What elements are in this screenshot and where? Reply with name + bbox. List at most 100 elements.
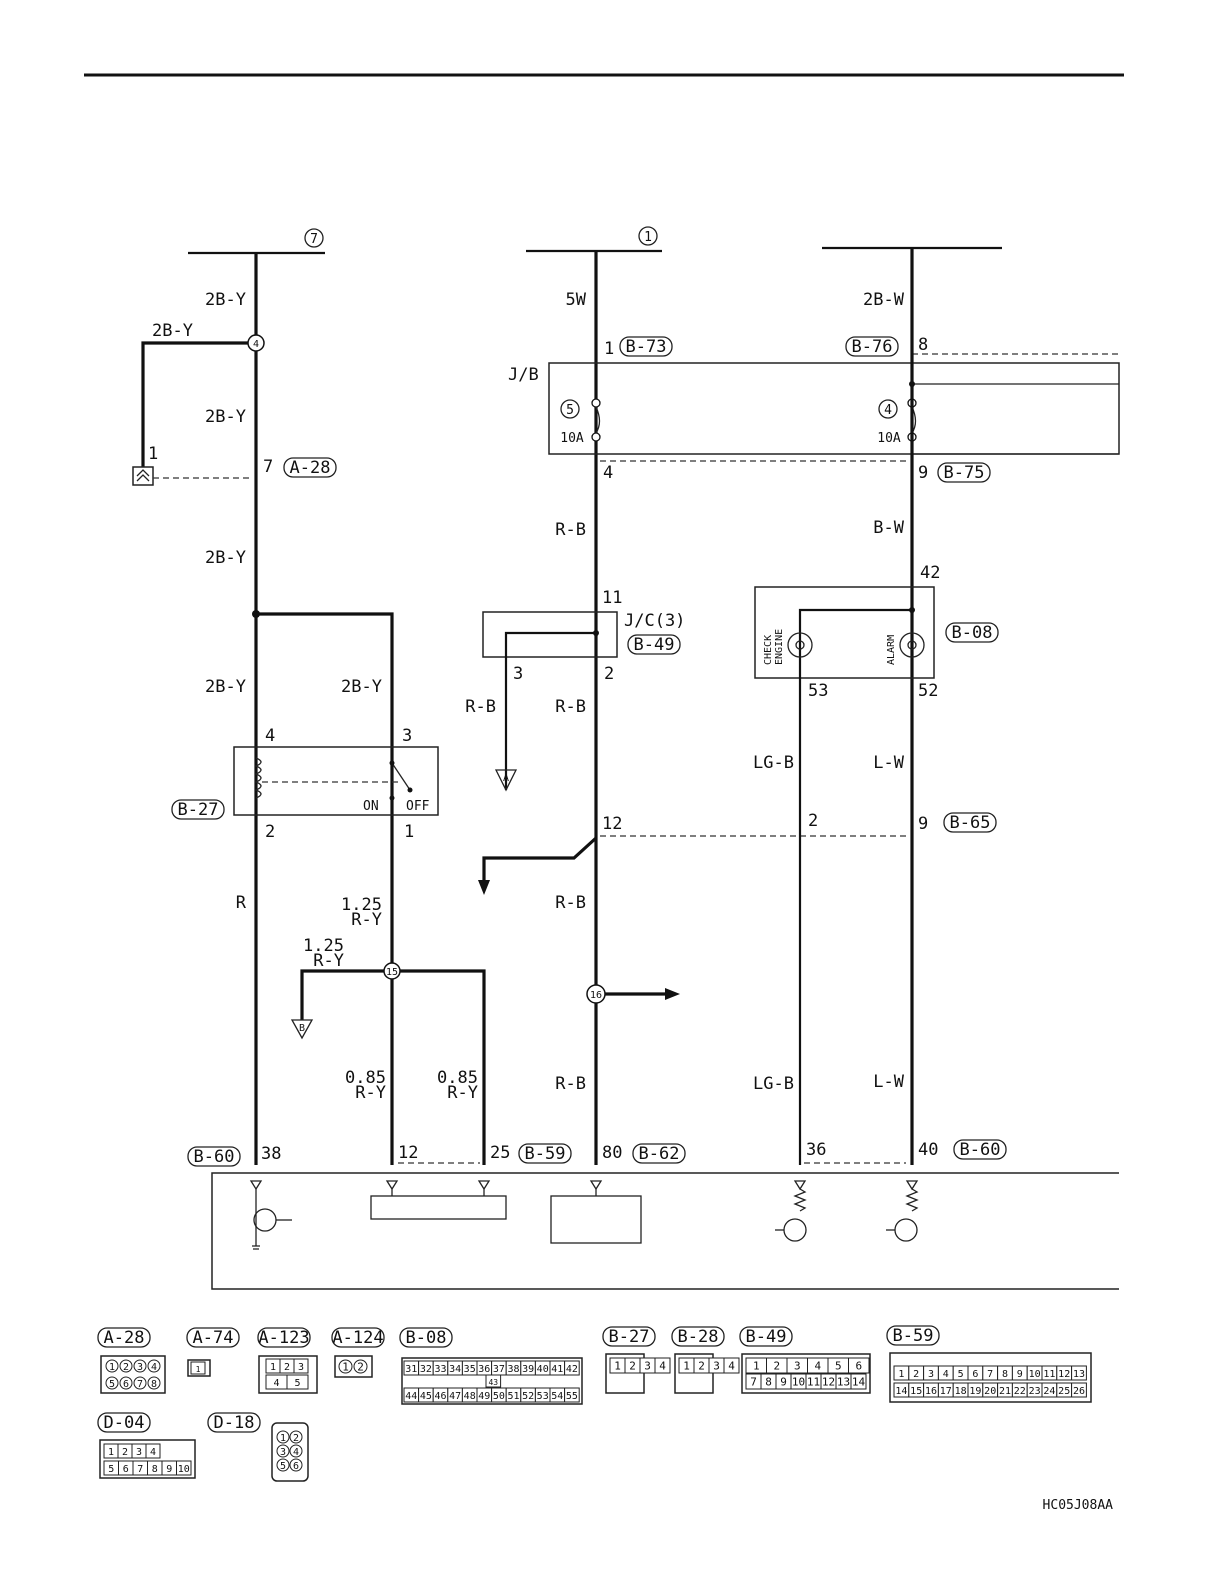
legend-b27-cell xyxy=(654,1357,671,1374)
legend-b28-cell-label: 3 xyxy=(713,1360,720,1373)
legend-a28-cell-label: 1 xyxy=(109,1362,115,1373)
legend-b59-cell-label: 19 xyxy=(969,1386,981,1397)
legend-a123-cell-label: 4 xyxy=(273,1378,279,1389)
pin-80-b62: 80 xyxy=(602,1143,622,1163)
ecu-box xyxy=(211,1172,1119,1290)
lamp-engine-label: ENGINE xyxy=(774,629,785,665)
legend-b08-cell-label: 46 xyxy=(434,1391,446,1402)
legend-b49-cell-label: 9 xyxy=(780,1376,787,1389)
legend-b59-cell xyxy=(1071,1382,1087,1398)
legend-b08-cell-label: 54 xyxy=(551,1391,563,1402)
pin-1-b73: 1 xyxy=(604,339,614,359)
fuse-5-rating: 10A xyxy=(560,431,584,446)
label-rb-1: R-B xyxy=(555,520,586,540)
legend-a28-cell-label: 8 xyxy=(151,1379,157,1390)
pin-25-b59: 25 xyxy=(490,1143,510,1163)
pin-2-b65: 2 xyxy=(808,811,818,831)
legend-b59-title: B-59 xyxy=(893,1326,934,1346)
legend-d04-body xyxy=(99,1439,196,1479)
fuse-4-rating: 10A xyxy=(877,431,901,446)
legend-d04-cell-label: 4 xyxy=(150,1447,156,1458)
legend-d18-title: D-18 xyxy=(214,1413,255,1433)
legend-b27-cell-label: 3 xyxy=(644,1360,651,1373)
check-engine-lamp-icon xyxy=(787,632,813,658)
legend-b08-cell-label: 31 xyxy=(405,1364,417,1375)
label-5w: 5W xyxy=(566,290,587,310)
pin-38-b60: 38 xyxy=(261,1144,281,1164)
legend-a123-cell-label: 2 xyxy=(284,1362,290,1373)
legend-a28-cell-label: 3 xyxy=(137,1362,143,1373)
feed-7-circle xyxy=(304,228,324,248)
wire-2by-switch xyxy=(256,612,394,1165)
label-085-a: 0.85 xyxy=(345,1068,386,1088)
legend-a123-cell-label: 5 xyxy=(294,1378,300,1389)
label-lgb-2: LG-B xyxy=(753,1074,794,1094)
legend-b49-cell-label: 2 xyxy=(773,1360,780,1373)
jb-box xyxy=(548,362,1120,455)
feed-7-number: 7 xyxy=(310,232,318,247)
legend-d04-cell-label: 2 xyxy=(122,1447,128,1458)
label-ry-a: R-Y xyxy=(351,910,382,930)
ref-b60-right: B-60 xyxy=(960,1140,1001,1160)
label-085-b: 0.85 xyxy=(437,1068,478,1088)
legend-b08-cell-label: 45 xyxy=(420,1391,432,1402)
ref-b75: B-75 xyxy=(944,463,985,483)
legend-b49-cell-label: 5 xyxy=(835,1360,842,1373)
legend-b49-cell-label: 8 xyxy=(765,1376,772,1389)
legend-b49-cell xyxy=(850,1373,867,1390)
switch-off-label: OFF xyxy=(406,799,430,814)
legend-a123-cell-label: 1 xyxy=(270,1362,276,1373)
legend-a28-cell xyxy=(119,1359,133,1373)
pin-12-b65: 12 xyxy=(602,814,622,834)
label-2by-top: 2B-Y xyxy=(205,290,246,310)
pin-40-b60: 40 xyxy=(918,1140,938,1160)
a28-connector-icon xyxy=(136,469,150,482)
legend-b08-cell-label: 38 xyxy=(507,1364,519,1375)
legend-b08-cell-label: 48 xyxy=(464,1391,476,1402)
legend-b49-cell-label: 12 xyxy=(822,1376,835,1389)
label-r: R xyxy=(236,893,247,913)
legend-a124-cell-label: 1 xyxy=(342,1361,349,1374)
fuse-4-circle xyxy=(878,399,898,419)
legend-d18-cell-label: 4 xyxy=(293,1447,299,1458)
legend-b27-cell-label: 1 xyxy=(614,1360,621,1373)
legend-d04-title: D-04 xyxy=(104,1413,145,1433)
legend-b08-cell-label: 32 xyxy=(420,1364,432,1375)
legend-a123-cell xyxy=(286,1374,309,1390)
legend-b59-cell-label: 13 xyxy=(1073,1369,1085,1380)
arrow-right-icon xyxy=(665,988,680,1000)
legend-d04-cell xyxy=(176,1460,192,1476)
legend-b49-body xyxy=(741,1353,871,1394)
relay-coil xyxy=(254,757,262,799)
legend-b08-cell-label: 42 xyxy=(566,1364,578,1375)
legend-b49-cell-label: 7 xyxy=(750,1376,757,1389)
legend-b59-cell-label: 1 xyxy=(898,1369,904,1380)
pin-53-b08: 53 xyxy=(808,681,828,701)
label-lgb-1: LG-B xyxy=(753,753,794,773)
ground-b-label: B xyxy=(299,1023,305,1034)
legend-d04-cell-label: 6 xyxy=(123,1464,129,1475)
pin-1-a28: 1 xyxy=(148,444,158,464)
legend-a28-cell-label: 4 xyxy=(151,1362,157,1373)
diagram-code: HC05J08AA xyxy=(1043,1498,1114,1513)
legend-b59-cell-label: 18 xyxy=(955,1386,967,1397)
legend-a123-cell xyxy=(293,1358,309,1374)
legend-b08-cell-label: 51 xyxy=(507,1391,519,1402)
legend-b08-cell xyxy=(564,1387,580,1403)
ref-b62: B-62 xyxy=(639,1144,680,1164)
label-bw: B-W xyxy=(873,518,904,538)
legend-b08-cell-label: 34 xyxy=(449,1364,461,1375)
legend-b49-cell-label: 6 xyxy=(855,1360,862,1373)
pin-12-b59: 12 xyxy=(398,1143,418,1163)
label-ry-c: R-Y xyxy=(355,1083,386,1103)
switch-on-label: ON xyxy=(363,799,379,814)
legend-b59-cell-label: 4 xyxy=(943,1369,949,1380)
pin-9-b65: 9 xyxy=(918,814,928,834)
legend-a123-title: A-123 xyxy=(258,1328,309,1348)
legend-b08-cell-label: 40 xyxy=(537,1364,549,1375)
connector-ref-pills xyxy=(171,336,1007,1167)
legend-d18-cell-label: 2 xyxy=(293,1433,299,1444)
legend-d18-cell-label: 3 xyxy=(280,1447,286,1458)
ref-b27: B-27 xyxy=(178,800,219,820)
